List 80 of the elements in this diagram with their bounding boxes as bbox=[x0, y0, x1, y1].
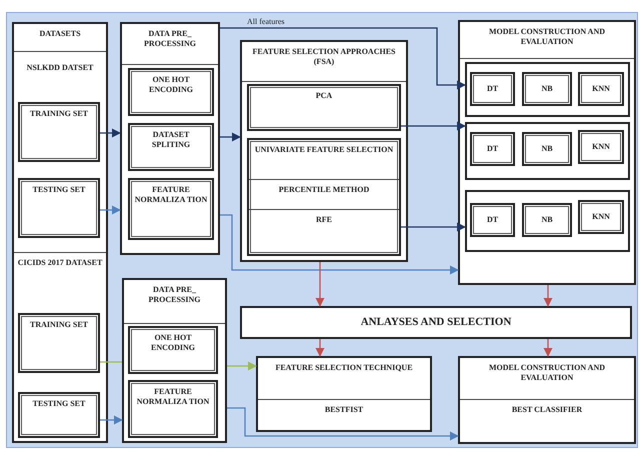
node-label: RFE bbox=[315, 215, 333, 225]
node-label: TRAINING SET bbox=[28, 109, 89, 119]
panel bbox=[12, 22, 108, 443]
arrow bbox=[401, 222, 466, 232]
process-box bbox=[470, 72, 515, 106]
process-box bbox=[247, 138, 401, 256]
arrow bbox=[315, 262, 325, 307]
node-label: DATASET SPLITING bbox=[150, 130, 192, 150]
heading: FEATURE SELECTION TECHNIQUE bbox=[274, 363, 414, 373]
heading: DATA PRE_ PROCESSING bbox=[147, 285, 202, 305]
heading: MODEL CONSTRUCTION AND EVALUATION bbox=[488, 363, 606, 383]
arrow bbox=[220, 214, 459, 275]
process-box bbox=[470, 203, 515, 237]
process-box bbox=[128, 326, 218, 374]
process-box bbox=[578, 200, 624, 234]
empty-box bbox=[465, 62, 630, 117]
empty-box bbox=[465, 122, 630, 180]
heading: FEATURE SELECTION APPROACHES (FSA) bbox=[252, 47, 396, 67]
node-label: FEATURE NORMALIZA TION bbox=[134, 185, 208, 205]
panel bbox=[240, 40, 408, 262]
process-box bbox=[18, 392, 100, 438]
arrow bbox=[401, 121, 466, 131]
process-bar bbox=[240, 306, 632, 339]
heading: DATASETS bbox=[38, 29, 82, 39]
node-label: BEST CLASSIFIER bbox=[510, 405, 584, 415]
heading: UNIVARIATE FEATURE SELECTION bbox=[254, 145, 394, 155]
node-label: KNN bbox=[591, 212, 611, 222]
arrow bbox=[543, 285, 553, 307]
node-label: BESTFIST bbox=[324, 405, 364, 415]
node-label: PCA bbox=[314, 91, 334, 101]
arrow bbox=[220, 132, 241, 142]
process-box bbox=[522, 203, 572, 237]
arrow bbox=[100, 128, 121, 138]
node-label: DT bbox=[486, 215, 500, 225]
node-label: KNN bbox=[591, 142, 611, 152]
arrow bbox=[100, 205, 121, 215]
node-label: NB bbox=[540, 215, 554, 225]
process-box bbox=[578, 72, 624, 106]
empty-box bbox=[465, 190, 630, 252]
panel bbox=[458, 356, 636, 444]
node-label: DT bbox=[486, 84, 500, 94]
node-label: FEATURE NORMALIZA TION bbox=[136, 387, 210, 407]
node-label: KNN bbox=[591, 84, 611, 94]
process-box bbox=[128, 178, 214, 240]
process-box bbox=[470, 132, 515, 166]
panel bbox=[256, 356, 432, 432]
arrow bbox=[227, 407, 459, 441]
node-label: NB bbox=[540, 144, 554, 154]
arrow bbox=[100, 415, 123, 425]
arrow bbox=[227, 361, 257, 371]
node-label: ANLAYSES AND SELECTION bbox=[360, 316, 512, 330]
process-box bbox=[18, 102, 100, 162]
node-label: PERCENTILE METHOD bbox=[278, 185, 370, 195]
node-label: ONE HOT ENCODING bbox=[148, 75, 194, 95]
process-box bbox=[247, 84, 401, 131]
arrow bbox=[543, 339, 553, 357]
node-label: NSLKDD DATSET bbox=[26, 63, 94, 73]
node-label: DT bbox=[486, 144, 500, 154]
process-box bbox=[128, 123, 214, 171]
process-box bbox=[18, 178, 100, 238]
node-label: TRAINING SET bbox=[28, 320, 89, 330]
node-label: TESTING SET bbox=[32, 399, 86, 409]
node-label: TESTING SET bbox=[32, 185, 86, 195]
node-label: NB bbox=[540, 84, 554, 94]
panel bbox=[120, 22, 220, 255]
edge-label: All features bbox=[246, 17, 286, 26]
process-box bbox=[128, 380, 218, 438]
process-box bbox=[522, 72, 572, 106]
process-box bbox=[18, 313, 100, 373]
process-box bbox=[128, 68, 214, 116]
arrow bbox=[220, 27, 466, 90]
node-label: CICIDS 2017 DATASET bbox=[16, 258, 104, 268]
panel bbox=[122, 278, 227, 443]
heading: DATA PRE_ PROCESSING bbox=[142, 29, 197, 49]
arrow bbox=[315, 339, 325, 357]
process-box bbox=[522, 132, 572, 166]
process-box bbox=[578, 130, 624, 164]
panel bbox=[458, 20, 636, 285]
node-label: ONE HOT ENCODING bbox=[150, 333, 196, 353]
heading: MODEL CONSTRUCTION AND EVALUATION bbox=[488, 27, 606, 47]
